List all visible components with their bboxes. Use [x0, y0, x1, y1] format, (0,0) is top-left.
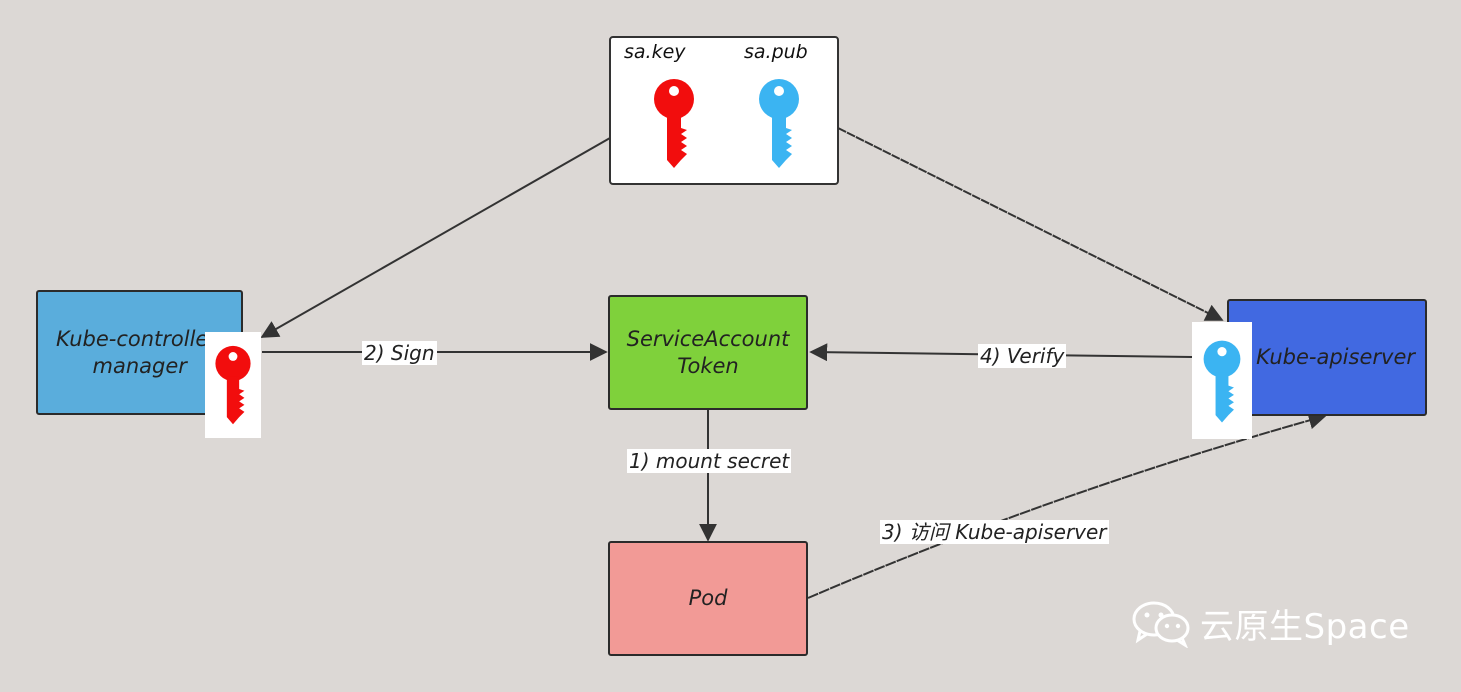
- private-key-icon: [215, 345, 251, 425]
- kube-apiserver-node: Kube-apiserver: [1227, 299, 1427, 416]
- wechat-icon: [1132, 601, 1190, 648]
- edge-label-verify: 4) Verify: [978, 344, 1067, 368]
- signing-keys-box: sa.key sa.pub: [609, 36, 839, 185]
- watermark: 云原生Space: [1130, 598, 1410, 648]
- edge-access: [807, 411, 1327, 599]
- kube-apiserver-label: Kube-apiserver: [1256, 345, 1415, 369]
- public-key-icon: [759, 79, 799, 168]
- private-key-label: sa.key: [624, 41, 686, 63]
- watermark-text: 云原生Space: [1200, 606, 1410, 647]
- serviceaccount-token-node: ServiceAccount Token: [608, 295, 808, 410]
- apiserver-public-key-badge: [1192, 322, 1252, 439]
- public-key-icon: [1203, 340, 1241, 423]
- private-key-icon: [654, 79, 694, 168]
- controller-private-key-badge: [205, 332, 261, 438]
- edge-keys-to-apiserver: [837, 127, 1224, 321]
- edge-label-mount: 1) mount secret: [627, 449, 792, 473]
- edge-label-access: 3) 访问 Kube-apiserver: [880, 520, 1109, 544]
- serviceaccount-token-label: ServiceAccount Token: [626, 326, 790, 378]
- edge-keys-to-controller: [260, 137, 611, 338]
- public-key-label: sa.pub: [744, 41, 808, 63]
- kube-controller-manager-label: Kube-controller- manager: [56, 326, 224, 378]
- pod-label: Pod: [688, 586, 728, 610]
- pod-node: Pod: [608, 541, 808, 656]
- edge-label-sign: 2) Sign: [362, 341, 437, 365]
